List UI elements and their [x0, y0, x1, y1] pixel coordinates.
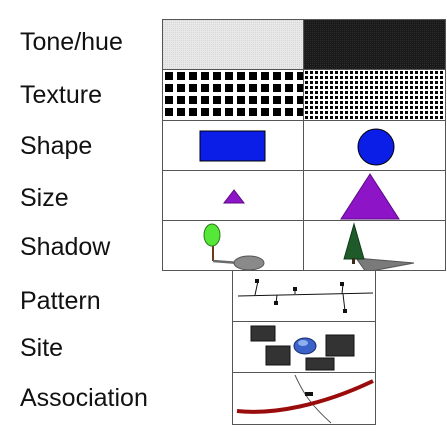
shape-rectangle-cell [162, 120, 304, 171]
label-association: Association [20, 384, 148, 412]
shape-circle-cell [303, 120, 446, 171]
dark-tone-swatch [304, 20, 445, 69]
pattern-cell [232, 270, 376, 322]
shadow-conifer-cell [303, 220, 446, 271]
tone-dark-cell [303, 19, 446, 70]
label-texture: Texture [20, 81, 102, 109]
roadside-building [305, 392, 313, 396]
building [305, 357, 335, 371]
label-tone-hue: Tone/hue [20, 28, 123, 56]
tone-light-cell [162, 19, 304, 70]
building [325, 334, 355, 357]
red-road [236, 379, 374, 414]
conifer-shadow [354, 257, 415, 270]
texture-fine-cell [303, 69, 446, 121]
rectangle-shape-svg [199, 130, 266, 162]
texture-coarse-cell [162, 69, 304, 121]
blue-rectangle [199, 130, 266, 162]
round-tree-shadow-svg [203, 223, 265, 270]
label-shape: Shape [20, 132, 93, 160]
association-cell [232, 372, 376, 425]
coarse-texture-swatch [163, 70, 303, 120]
label-shadow: Shadow [20, 233, 111, 261]
large-triangle-svg [340, 173, 400, 220]
blue-circle [357, 128, 395, 166]
site-cell [232, 321, 376, 373]
circle-shape-svg [357, 128, 395, 166]
tree-shadow [233, 255, 265, 270]
conifer-tree [343, 222, 365, 260]
small-triangle-svg [222, 189, 246, 204]
label-site: Site [20, 334, 64, 362]
green-tree-crown [203, 223, 221, 247]
label-size: Size [20, 184, 69, 212]
label-pattern: Pattern [20, 287, 101, 315]
association-road-svg [236, 374, 374, 424]
building [250, 325, 276, 342]
site-buildings-svg [250, 325, 355, 371]
light-tone-swatch [163, 20, 303, 69]
size-large-cell [303, 170, 446, 221]
size-small-cell [162, 170, 304, 221]
pattern-network-svg [237, 279, 374, 313]
secondary-road [294, 374, 332, 424]
building [265, 345, 291, 366]
large-purple-triangle [340, 173, 400, 220]
small-purple-triangle [222, 189, 246, 204]
shadow-round-tree-cell [162, 220, 304, 271]
conifer-shadow-svg [343, 222, 415, 270]
fine-texture-swatch [304, 70, 445, 120]
